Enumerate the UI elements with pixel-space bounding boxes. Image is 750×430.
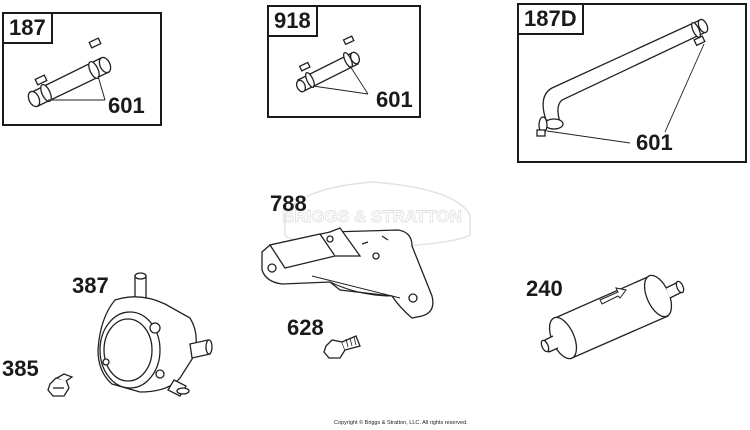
hose-187 [27, 37, 112, 108]
part-box-187: 187 [2, 12, 162, 126]
bracket-788 [261, 227, 434, 319]
screw-385 [47, 373, 74, 397]
callout-601-box187d: 601 [636, 130, 673, 155]
fuel-filter-240 [540, 274, 685, 360]
part-number-385: 385 [2, 356, 39, 381]
box-tag-187d: 187D [517, 3, 584, 35]
box-tag-918: 918 [267, 5, 318, 37]
clamp-601-b [88, 37, 102, 79]
clamp-601-f [691, 21, 706, 47]
hose-918 [295, 35, 369, 95]
part-number-387: 387 [72, 273, 109, 298]
callout-601-box187: 601 [108, 93, 145, 118]
clamp-601-e [536, 116, 548, 137]
clamp-601-a [34, 74, 52, 102]
fuel-pump-387 [97, 272, 213, 397]
screw-628 [323, 335, 361, 359]
part-number-628: 628 [287, 315, 324, 340]
part-number-240: 240 [526, 276, 563, 301]
callout-601-box918: 601 [376, 87, 413, 112]
clamp-601-d [342, 35, 355, 69]
box-tag-187: 187 [2, 12, 53, 44]
clamp-601-c [298, 61, 315, 89]
part-number-788: 788 [270, 191, 307, 216]
hose-187d [536, 18, 709, 144]
watermark-text: BRIGGS & STRATTON [282, 207, 462, 226]
part-box-187d: 187D [517, 3, 747, 163]
copyright-notice: Copyright © Briggs & Stratton, LLC. All … [334, 420, 468, 426]
